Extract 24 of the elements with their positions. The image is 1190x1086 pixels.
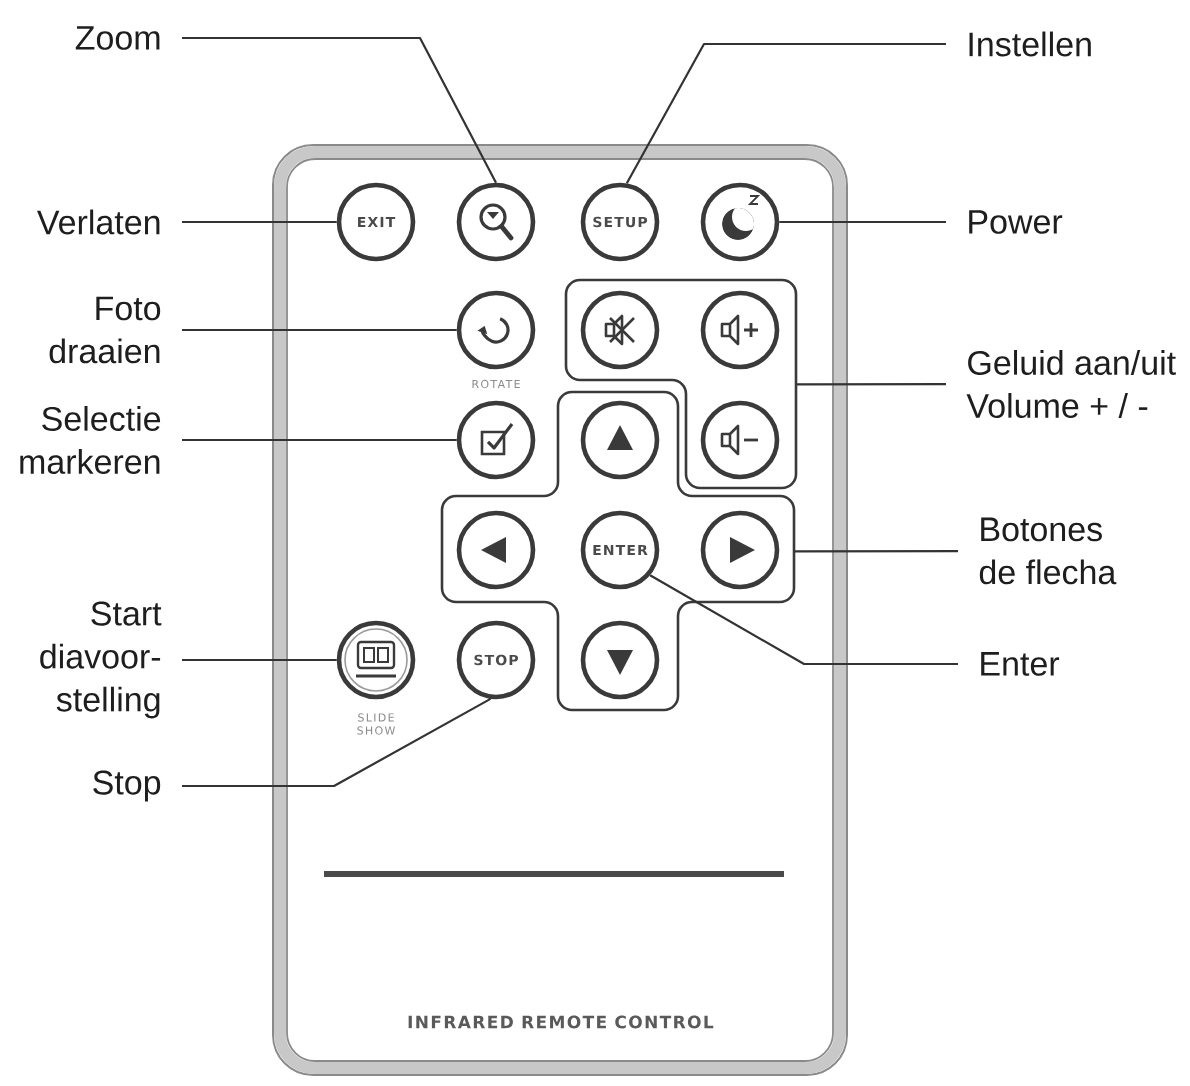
callout-label: Instellen (969, 31, 1091, 57)
leader-line (182, 220, 337, 224)
leader-line (796, 382, 946, 386)
leader-line (182, 697, 492, 788)
callout-label: Start diavoor- stelling (40, 601, 162, 719)
leader-line (182, 328, 457, 332)
callout-label: Botones de flecha (979, 517, 1117, 585)
callout-label: Selectie markeren (20, 406, 161, 474)
button-group (564, 278, 798, 490)
leader-line (182, 438, 457, 442)
callout-label: Verlaten (37, 209, 160, 235)
leader-line (779, 220, 946, 224)
leader-line (794, 549, 958, 553)
callout-label: Foto draaien (49, 296, 161, 364)
leader-line (182, 658, 337, 662)
callout-label: Enter (981, 652, 1060, 676)
callout-label: Geluid aan/uit Volume + / - (966, 350, 1176, 418)
callout-label: Power (969, 210, 1063, 234)
callout-label: Zoom (75, 26, 160, 50)
leader-line (625, 42, 946, 184)
callout-label: Stop (93, 770, 161, 802)
leader-line (182, 36, 497, 184)
button-group (440, 390, 796, 712)
leader-line (649, 574, 958, 666)
